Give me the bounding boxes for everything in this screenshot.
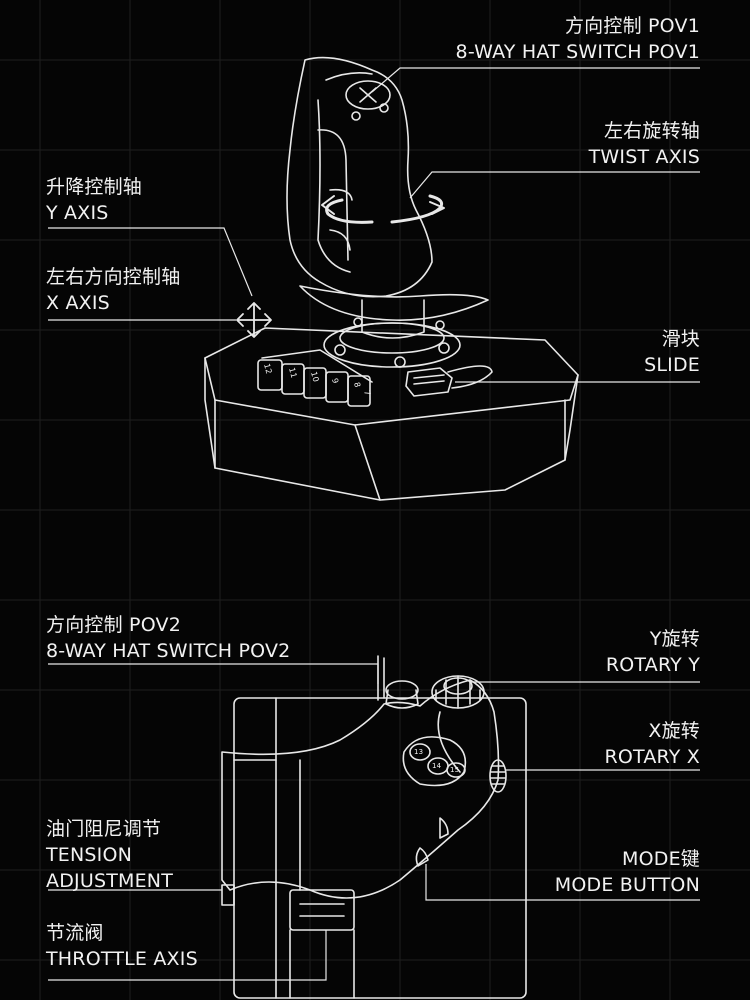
joystick-illustration bbox=[205, 58, 578, 500]
top-leader-lines bbox=[48, 68, 700, 382]
label-slide-en: SLIDE bbox=[644, 352, 700, 378]
label-slide-zh: 滑块 bbox=[644, 326, 700, 352]
stick-skirt bbox=[300, 286, 488, 320]
label-twist-en: TWIST AXIS bbox=[589, 144, 700, 170]
twist-arrow bbox=[327, 200, 372, 222]
label-tension-en2: ADJUSTMENT bbox=[46, 868, 173, 894]
label-y-axis: 升降控制轴 Y AXIS bbox=[46, 174, 142, 226]
label-rotary-x-zh: X旋转 bbox=[604, 718, 700, 744]
label-twist-zh: 左右旋转轴 bbox=[589, 118, 700, 144]
label-mode-zh: MODE键 bbox=[555, 846, 700, 872]
throttle-illustration bbox=[222, 656, 526, 998]
label-mode: MODE键 MODE BUTTON bbox=[555, 846, 700, 898]
joystick-grip bbox=[287, 58, 432, 297]
label-y-axis-zh: 升降控制轴 bbox=[46, 174, 142, 200]
label-throttle-zh: 节流阀 bbox=[46, 920, 198, 946]
label-pov1-en: 8-WAY HAT SWITCH POV1 bbox=[456, 39, 700, 65]
hat-switch-pov2 bbox=[378, 656, 418, 708]
label-pov2-zh: 方向控制 POV2 bbox=[46, 612, 290, 638]
thumb-button-number: 13 bbox=[414, 747, 423, 757]
mode-button bbox=[416, 848, 428, 866]
label-mode-en: MODE BUTTON bbox=[555, 872, 700, 898]
label-twist-axis: 左右旋转轴 TWIST AXIS bbox=[589, 118, 700, 170]
hat-switch-pov1 bbox=[326, 73, 390, 120]
label-slide: 滑块 SLIDE bbox=[644, 326, 700, 378]
label-y-axis-en: Y AXIS bbox=[46, 200, 142, 226]
throttle-lever bbox=[222, 680, 499, 898]
label-rotary-y-en: ROTARY Y bbox=[606, 652, 700, 678]
label-throttle-en: THROTTLE AXIS bbox=[46, 946, 198, 972]
label-rotary-x: X旋转 ROTARY X bbox=[604, 718, 700, 770]
label-rotary-y-zh: Y旋转 bbox=[606, 626, 700, 652]
label-x-axis: 左右方向控制轴 X AXIS bbox=[46, 264, 180, 316]
joystick-base bbox=[205, 328, 578, 500]
thumb-button-number: 14 bbox=[432, 761, 441, 771]
label-pov2: 方向控制 POV2 8-WAY HAT SWITCH POV2 bbox=[46, 612, 290, 664]
label-tension: 油门阻尼调节 TENSION ADJUSTMENT bbox=[46, 816, 173, 894]
xy-axis-arrow bbox=[237, 303, 271, 337]
label-x-axis-en: X AXIS bbox=[46, 290, 180, 316]
slide-control bbox=[406, 366, 492, 396]
label-pov2-en: 8-WAY HAT SWITCH POV2 bbox=[46, 638, 290, 664]
label-pov1: 方向控制 POV1 8-WAY HAT SWITCH POV1 bbox=[456, 13, 700, 65]
label-throttle: 节流阀 THROTTLE AXIS bbox=[46, 920, 198, 972]
throttle-base bbox=[234, 698, 526, 998]
throttle-rail bbox=[290, 760, 354, 998]
thumb-button-number: 15 bbox=[450, 765, 459, 775]
label-tension-zh: 油门阻尼调节 bbox=[46, 816, 173, 842]
label-x-axis-zh: 左右方向控制轴 bbox=[46, 264, 180, 290]
label-pov1-zh: 方向控制 POV1 bbox=[456, 13, 700, 39]
label-rotary-x-en: ROTARY X bbox=[604, 744, 700, 770]
label-tension-en1: TENSION bbox=[46, 842, 173, 868]
label-rotary-y: Y旋转 ROTARY Y bbox=[606, 626, 700, 678]
gimbal-ring bbox=[324, 318, 460, 367]
